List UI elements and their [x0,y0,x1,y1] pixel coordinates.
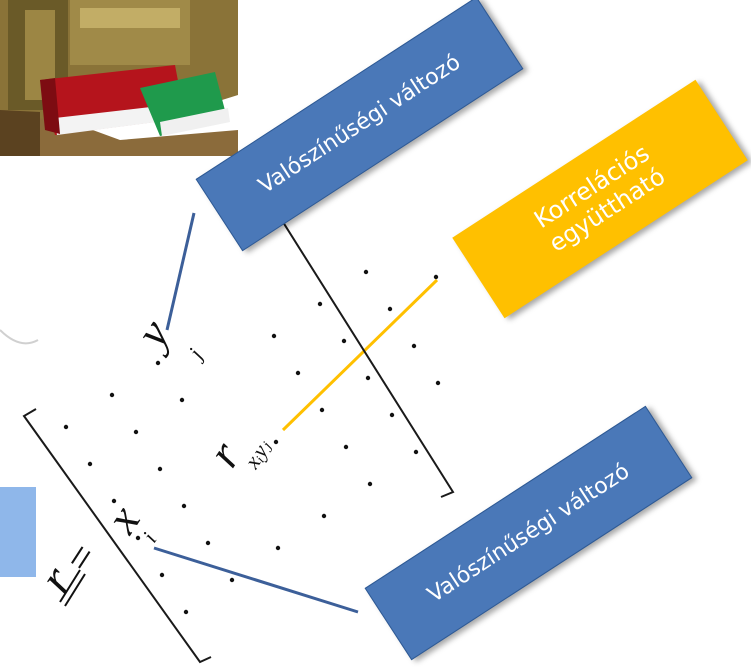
books-clipart [0,0,238,156]
matrix-dot [63,424,69,430]
matrix-dot [319,407,325,413]
matrix-dot [133,429,139,435]
matrix-dot [341,338,347,344]
matrix-dot [183,609,189,615]
matrix-dot [367,481,373,487]
matrix-dot [365,375,371,381]
matrix-dot [317,301,323,307]
matrix-dot [273,439,279,445]
connector-line-correlation [281,278,439,432]
matrix-dot [157,466,163,472]
matrix-dot [179,397,185,403]
matrix-dot [321,513,327,519]
matrix-dot [271,333,277,339]
matrix-dot [411,343,417,349]
matrix-dot [387,306,393,312]
matrix-dot [155,360,161,366]
matrix-dot [87,461,93,467]
decorative-arc [0,329,39,345]
matrix-dot [389,412,395,418]
matrix-dot [135,535,141,541]
connector-line-top [165,212,196,331]
matrix-dot [275,545,281,551]
matrix-dot [343,444,349,450]
matrix-left-bracket [22,408,212,664]
connector-line-bottom [153,546,359,614]
matrix-dot [295,370,301,376]
matrix-dot [205,540,211,546]
matrix-dot [111,498,117,504]
matrix-dot [109,392,115,398]
matrix-dot [181,503,187,509]
matrix-dot [433,274,439,280]
lhs-underline-2 [64,573,86,607]
matrix-y-subscript: j [182,344,208,365]
matrix-dot [363,269,369,275]
matrix-dot [435,380,441,386]
lhs-underline-1 [59,569,81,603]
matrix-dot [413,449,419,455]
matrix-dot [159,572,165,578]
matrix-dots [63,269,441,615]
matrix-dot [229,577,235,583]
partial-blue-shape [0,487,36,577]
